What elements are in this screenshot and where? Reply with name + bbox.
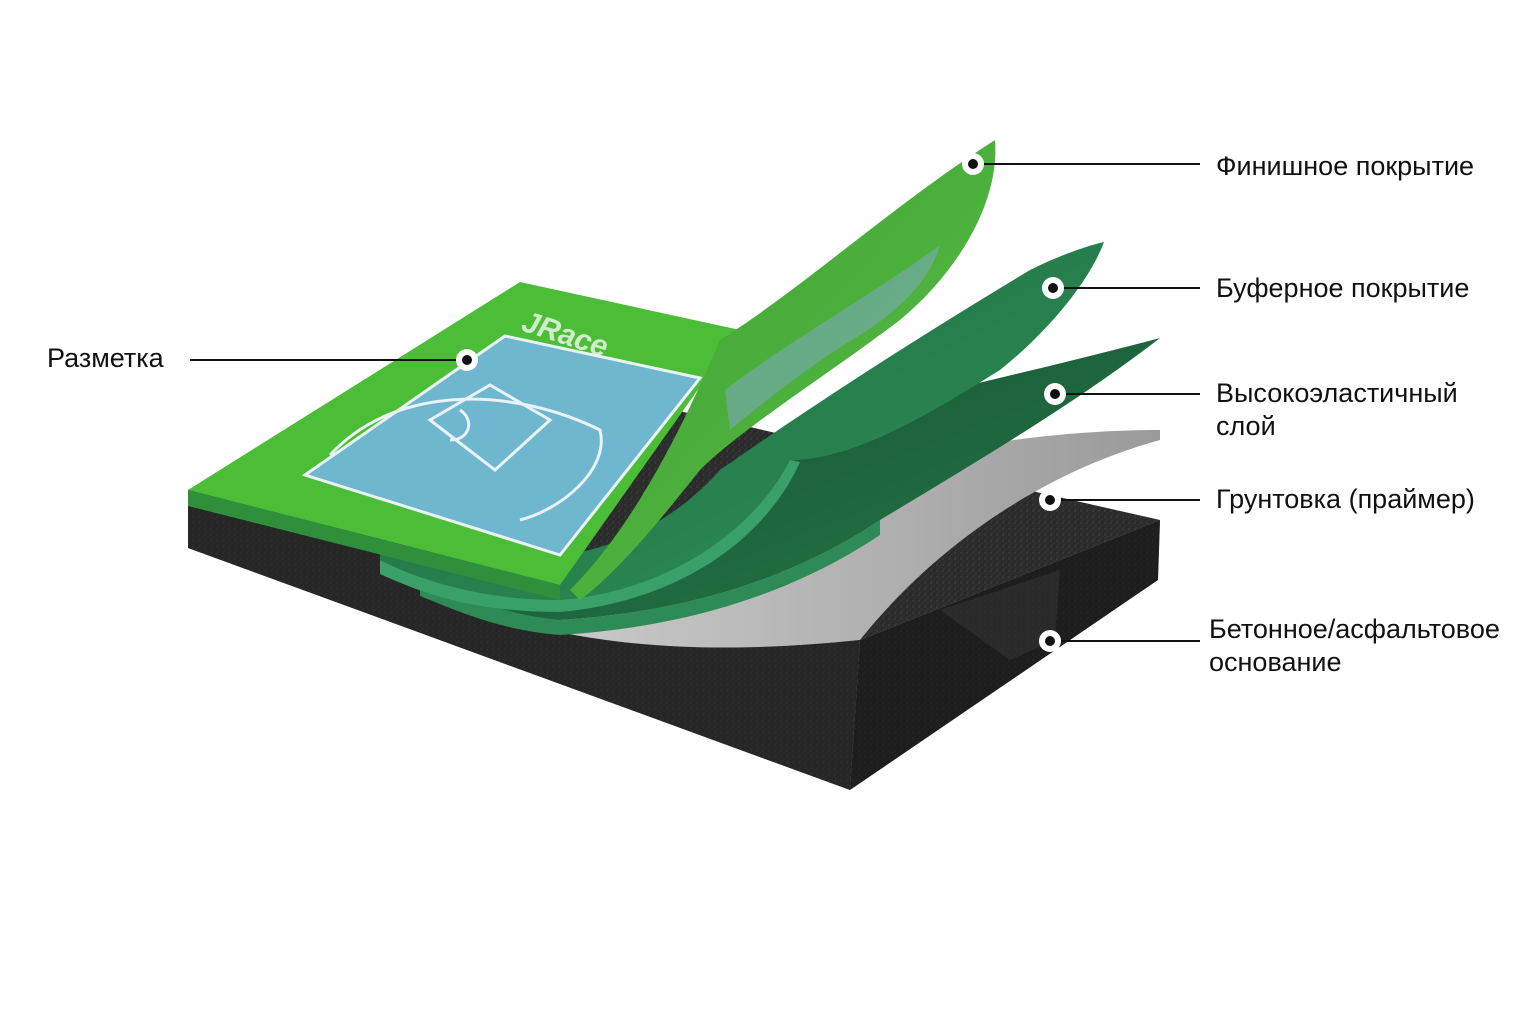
marker-dot-primer [1039,489,1061,511]
elastic-layer-edge [420,520,880,635]
marker-dot-base [1039,630,1061,652]
label-buffer-coating: Буферное покрытие [1216,273,1470,303]
label-base: Бетонное/асфальтовое основание [1209,614,1500,677]
label-primer: Грунтовка (праймер) [1216,484,1475,514]
marker-dot-finish [962,153,984,175]
finish-curl-court-underside [725,245,940,430]
leader-lines [190,163,1200,642]
marker-dot-buffer [1042,277,1064,299]
marker-dots [456,153,1066,652]
marker-dot-elastic [1044,383,1066,405]
label-elastic-layer: Высокоэластичный слой [1216,378,1458,441]
marker-dot-marking [456,349,478,371]
label-finish-coating: Финишное покрытие [1216,151,1475,181]
basketball-court [305,336,700,555]
label-marking: Разметка [47,343,164,373]
finish-surface: JRace [188,282,740,600]
court-markings [301,334,703,557]
